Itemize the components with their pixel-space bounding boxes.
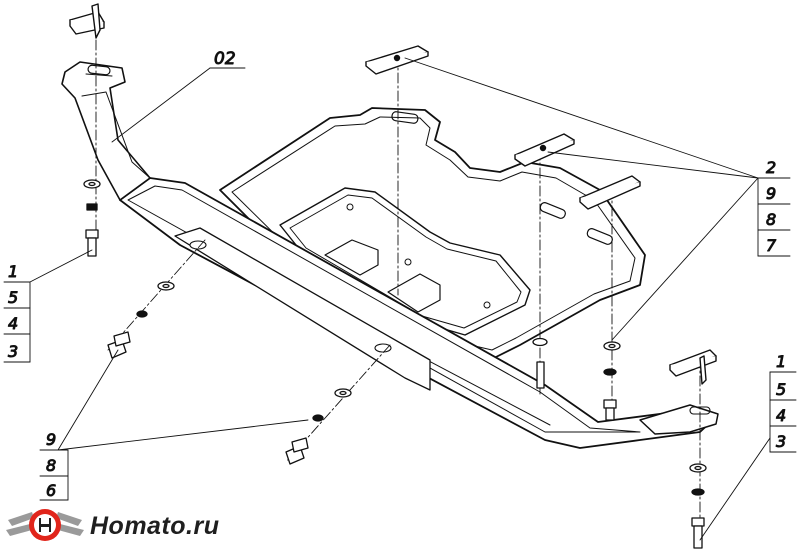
callout-left-4: 3 [8, 342, 18, 361]
callout-right-2: 5 [776, 380, 786, 399]
callout-bottom-left-1: 9 [46, 430, 56, 449]
callout-bottom-left [39, 449, 69, 501]
callout-left-2: 5 [8, 288, 18, 307]
callout-right-3: 4 [776, 406, 786, 425]
homato-logo [6, 509, 84, 541]
callout-top-right-1: 2 [766, 158, 776, 177]
brand-name: Homato.ru [90, 512, 220, 540]
callout-top-right-3: 8 [766, 210, 776, 229]
fasteners [83, 179, 707, 549]
callout-bottom-left-2: 8 [46, 456, 56, 475]
callout-bottom-left-3: 6 [46, 481, 56, 500]
front-beam [61, 61, 719, 449]
part-label-02: 02 [214, 49, 236, 69]
callout-right [769, 371, 797, 453]
callout-left [3, 281, 31, 363]
callout-left-1: 1 [8, 262, 18, 281]
clip-plates [69, 3, 717, 385]
callout-right-1: 1 [776, 352, 786, 371]
callout-top-right-4: 7 [766, 236, 777, 255]
callout-top-right [757, 177, 791, 257]
callout-left-3: 4 [8, 314, 18, 333]
leader-lines [29, 57, 771, 541]
callout-right-4: 3 [776, 432, 786, 451]
callout-top-right-2: 9 [766, 184, 776, 203]
